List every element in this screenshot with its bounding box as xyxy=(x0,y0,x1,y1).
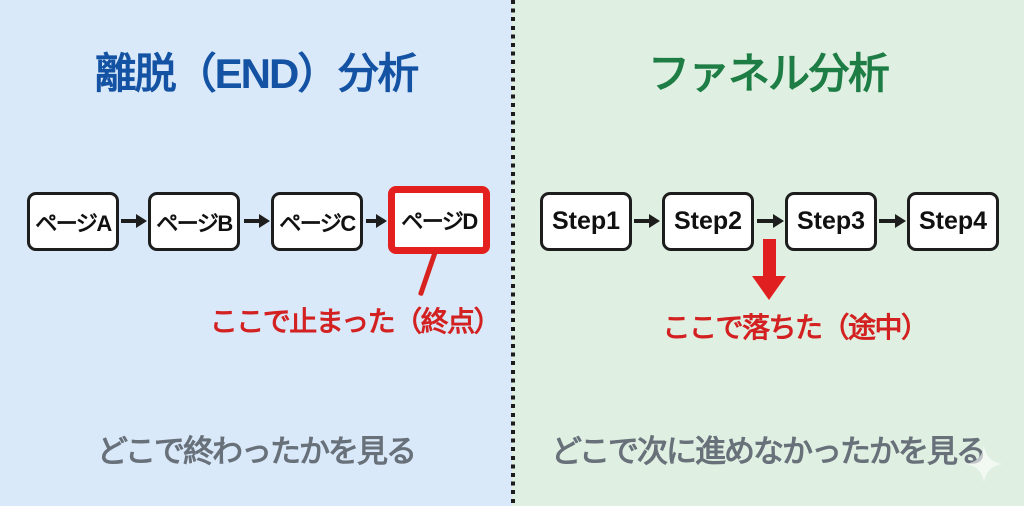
flow-box-step-1: Step1 xyxy=(540,192,632,251)
right-arrow-icon xyxy=(879,214,906,227)
flow-box-step-3: Step3 xyxy=(785,192,877,251)
flow-box-label: ページB xyxy=(156,210,233,236)
funnel-caption-text: どこで次に進めなかったかを見る xyxy=(550,434,987,469)
right-arrow-icon xyxy=(366,214,387,227)
flow-box-label: ページC xyxy=(279,210,356,236)
end-annotation-text: ここで止まった（終点） xyxy=(209,306,502,337)
end-analysis-title: 離脱（END）分析 xyxy=(94,50,420,97)
sparkle-icon xyxy=(965,445,1003,483)
red-connector-line xyxy=(417,250,438,297)
flow-box-label: Step3 xyxy=(796,207,866,235)
flow-box-page-a: ページA xyxy=(27,192,119,251)
flow-box-step-4: Step4 xyxy=(907,192,999,251)
flow-box-page-c: ページC xyxy=(271,192,363,251)
funnel-analysis-panel: ファネル分析 Step1 Step2 Step3 Step4 ここで落ちた（途中… xyxy=(512,0,1024,506)
drop-annotation-text: ここで落ちた（途中） xyxy=(662,312,929,343)
flow-box-page-d-highlighted: ページD xyxy=(388,186,490,254)
flow-box-label: Step4 xyxy=(918,207,988,235)
right-arrow-icon xyxy=(634,214,660,227)
right-arrow-icon xyxy=(121,214,147,227)
flow-box-step-2: Step2 xyxy=(662,192,754,251)
flow-box-label: ページD xyxy=(401,209,478,234)
flow-box-label: Step2 xyxy=(673,207,743,235)
right-arrow-icon xyxy=(244,214,270,227)
flow-box-page-b: ページB xyxy=(148,192,240,251)
end-analysis-panel: 離脱（END）分析 ページA ページB ページC ページD ここで止まった（終点… xyxy=(0,0,512,506)
dotted-divider xyxy=(511,0,515,506)
right-arrow-icon xyxy=(757,214,784,227)
flow-box-label: Step1 xyxy=(551,207,621,235)
end-caption-text: どこで終わったかを見る xyxy=(96,434,417,469)
flow-box-label: ページA xyxy=(35,210,112,236)
funnel-analysis-title: ファネル分析 xyxy=(647,50,890,97)
